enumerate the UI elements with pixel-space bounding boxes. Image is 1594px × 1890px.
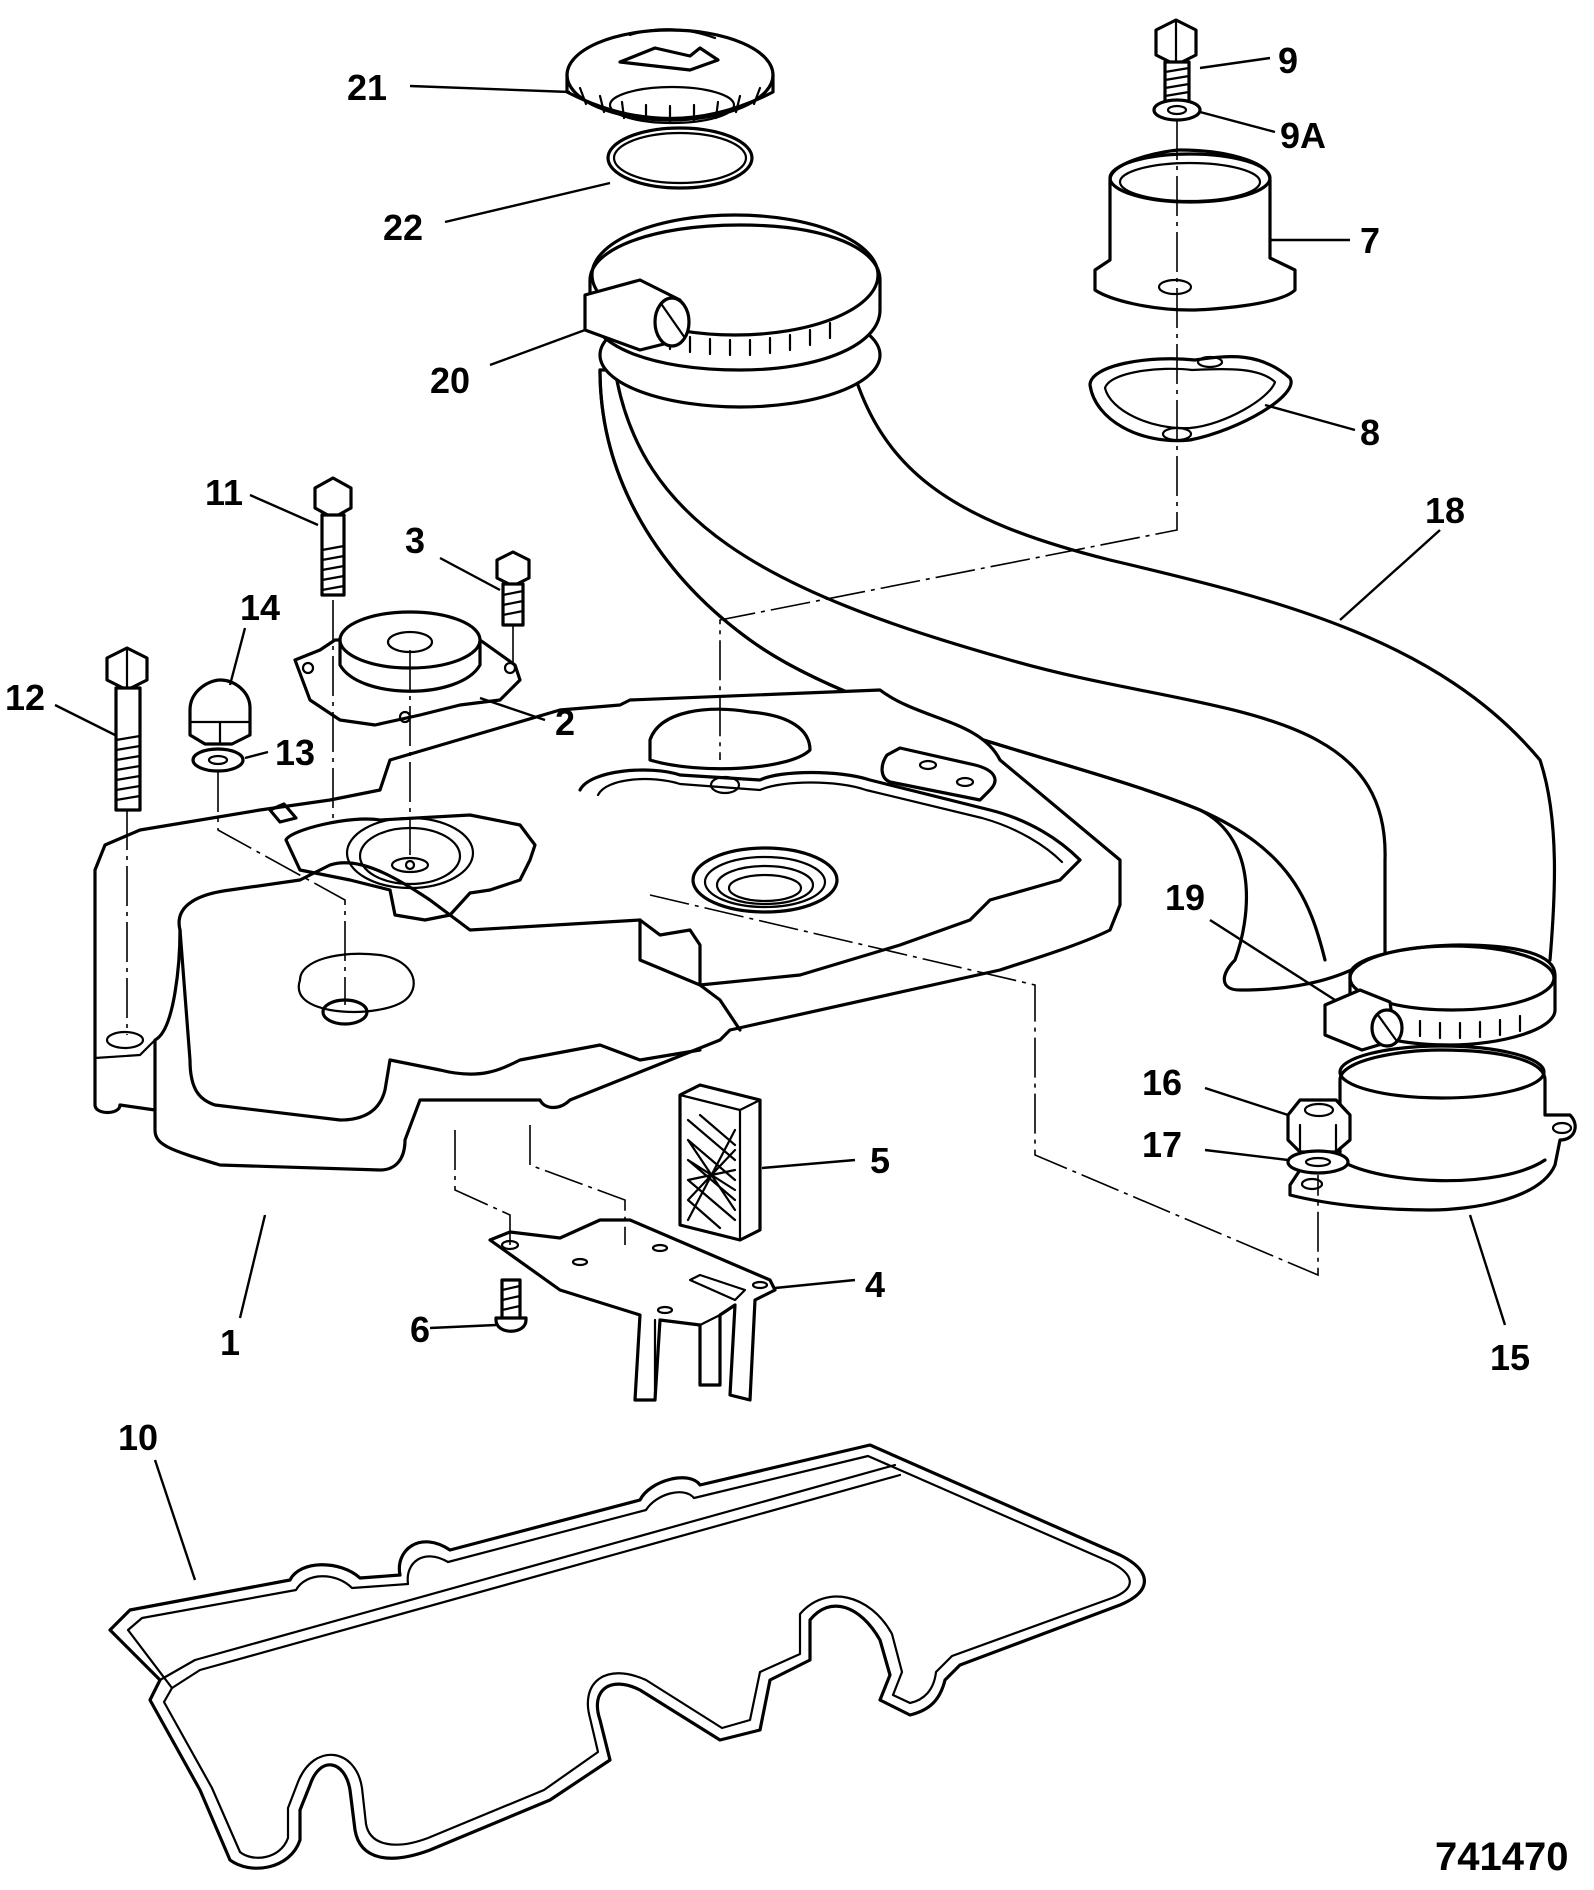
callout-12: 12: [5, 677, 45, 718]
leader-lines: [54, 56, 1507, 1581]
bolt-11-part: [313, 476, 353, 597]
filler-cap-part: [565, 28, 775, 125]
rocker-cover-part-1: [93, 688, 1122, 1172]
baffle-plate-part-4: [488, 1218, 777, 1402]
outlet-part-7: [1093, 148, 1297, 312]
nut-16-part: [1286, 1098, 1352, 1154]
breather-housing-part-2: [293, 610, 522, 727]
callout-2: 2: [555, 702, 575, 743]
lower-hose-clamp-part: [1323, 943, 1557, 1052]
callout-20: 20: [430, 360, 470, 401]
callout-7: 7: [1360, 220, 1380, 261]
elbow-connector-part-15: [1288, 1044, 1577, 1212]
callout-9a: 9A: [1280, 115, 1326, 156]
upper-hose-clamp-part: [583, 213, 882, 372]
figure-reference-number: 741470: [1435, 1835, 1568, 1879]
callout-5: 5: [870, 1140, 890, 1181]
callout-8: 8: [1360, 412, 1380, 453]
callout-10: 10: [118, 1417, 158, 1458]
callout-16: 16: [1142, 1062, 1182, 1103]
callout-14: 14: [240, 587, 280, 628]
callout-9: 9: [1278, 40, 1298, 81]
bolt-3-part: [495, 550, 531, 627]
callout-13: 13: [275, 732, 315, 773]
assembly-center-lines: [126, 120, 1319, 1277]
callout-11: 11: [205, 472, 243, 513]
bolt-12-part: [105, 646, 149, 812]
rocker-cover-gasket-part-10: [108, 1443, 1146, 1870]
gasket-part-8: [1088, 355, 1293, 443]
callout-15: 15: [1490, 1337, 1530, 1378]
callout-17: 17: [1142, 1124, 1182, 1165]
o-ring-part: [606, 126, 754, 190]
washer-13-part: [191, 747, 245, 773]
washer-9a-part: [1152, 98, 1202, 122]
callout-1: 1: [220, 1322, 240, 1363]
callout-3: 3: [405, 520, 425, 561]
callout-4: 4: [865, 1264, 885, 1305]
washer-17-part: [1286, 1149, 1350, 1175]
callout-19: 19: [1165, 877, 1205, 918]
filter-element-part-5: [678, 1083, 762, 1242]
cap-nut-14-part: [188, 678, 252, 746]
callout-22: 22: [383, 207, 423, 248]
callout-6: 6: [410, 1309, 430, 1350]
callout-labels: 21 22 20 9 9A 7 8 18 11 3 14 12 2 13 19 …: [5, 40, 1530, 1458]
callout-21: 21: [347, 67, 387, 108]
screw-part-6: [494, 1278, 528, 1333]
callout-18: 18: [1425, 490, 1465, 531]
bolt-9-part: [1154, 18, 1198, 104]
